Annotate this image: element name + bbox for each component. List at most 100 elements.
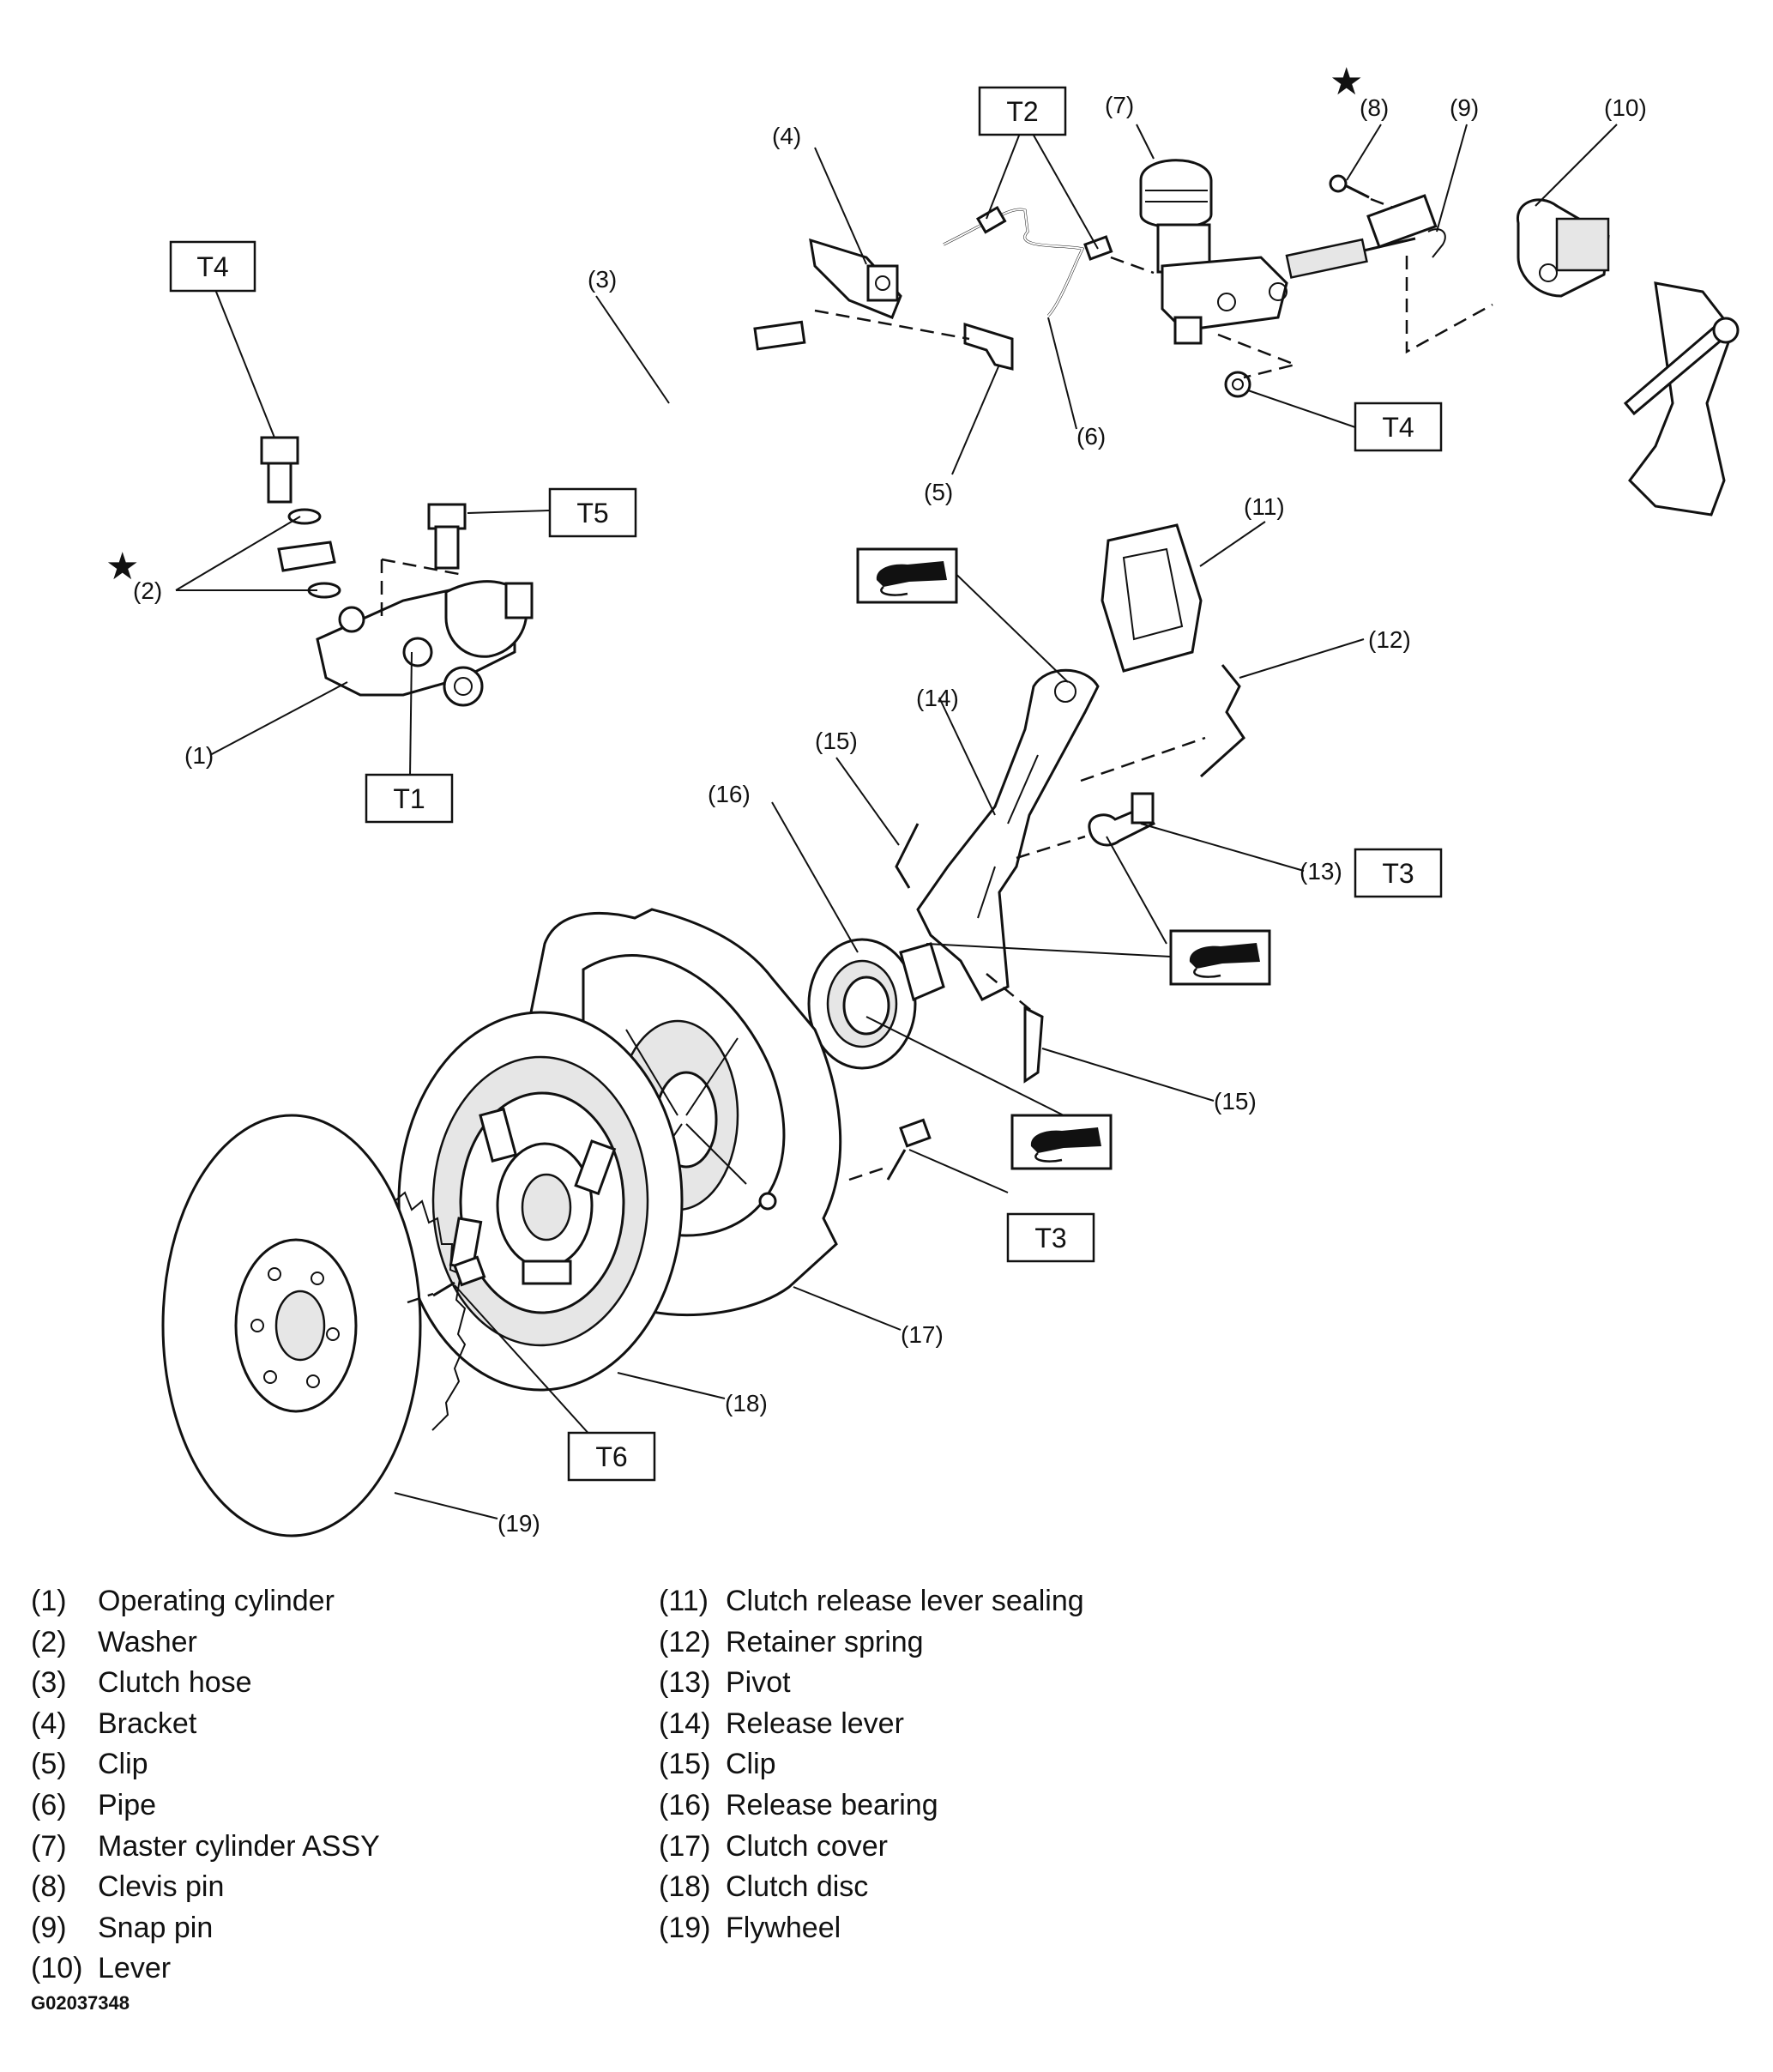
legend-item-number: (6) xyxy=(31,1788,67,1821)
star-icon: ★ xyxy=(1330,60,1363,104)
legend-item: (3) Clutch hose xyxy=(31,1663,380,1704)
nut-t4 xyxy=(1224,371,1251,398)
legend-item-number: (7) xyxy=(31,1829,67,1863)
callout-9: (9) xyxy=(1450,94,1479,121)
legend-item-number: (4) xyxy=(31,1707,67,1740)
torque-label-t6: T6 xyxy=(567,1431,656,1482)
grease-icon xyxy=(1169,929,1271,986)
callout-2: (2) xyxy=(133,577,162,604)
torque-label-t3-right: T3 xyxy=(1354,848,1443,898)
dash-nut xyxy=(1217,333,1300,379)
grease-icon xyxy=(1010,1114,1113,1170)
legend-item-number: (10) xyxy=(31,1952,83,1985)
legend-item-name: Pipe xyxy=(98,1788,157,1821)
legend-item: (16) Release bearing xyxy=(659,1785,1084,1827)
legend-item-name: Flywheel xyxy=(726,1911,841,1944)
legend-item-name: Clutch disc xyxy=(726,1870,869,1904)
legend-item-number: (1) xyxy=(31,1585,67,1617)
legend-item-name: Bracket xyxy=(98,1707,197,1740)
operating-cylinder xyxy=(316,580,534,707)
legend-item: (7) Master cylinder ASSY xyxy=(31,1827,380,1868)
legend-item-name: Clutch hose xyxy=(98,1666,252,1700)
svg-text:T2: T2 xyxy=(1006,96,1038,127)
figure-id: G02037348 xyxy=(31,1992,130,2014)
legend-item-name: Master cylinder ASSY xyxy=(98,1829,380,1863)
callout-10: (10) xyxy=(1604,94,1647,121)
bracket xyxy=(809,238,902,319)
clutch-pedal xyxy=(1623,281,1740,516)
clip-15-lower xyxy=(1023,1006,1044,1084)
cover-bolt xyxy=(886,1118,932,1181)
legend-item: (8)Clevis pin xyxy=(31,1867,380,1908)
legend-item-name: Washer xyxy=(98,1625,197,1658)
callout-14: (14) xyxy=(916,685,959,711)
torque-label-t5: T5 xyxy=(548,487,637,538)
svg-text:T4: T4 xyxy=(196,251,228,282)
legend-item-number: (13) xyxy=(659,1666,711,1700)
legend-item-name: Pivot xyxy=(726,1666,791,1700)
dash-opcyl xyxy=(380,558,464,618)
callout-11: (11) xyxy=(1244,493,1285,520)
washer xyxy=(277,508,341,599)
legend-item: (18)Clutch disc xyxy=(659,1867,1084,1908)
release-lever-sealing xyxy=(1101,523,1203,673)
legend-item-number: (3) xyxy=(31,1666,67,1700)
clip-5 xyxy=(963,322,1014,371)
torque-label-t4-right: T4 xyxy=(1354,402,1443,452)
torque-label-t3-lower: T3 xyxy=(1006,1212,1095,1263)
legend-item-name: Clevis pin xyxy=(98,1870,225,1904)
legend-item: (11) Clutch release lever sealing xyxy=(659,1581,1084,1622)
legend-item-number: (12) xyxy=(659,1625,711,1658)
legend-item-number: (2) xyxy=(31,1625,67,1658)
legend-item: (4) Bracket xyxy=(31,1704,380,1745)
release-bearing xyxy=(807,938,945,1070)
callout-5: (5) xyxy=(924,479,953,505)
parts-legend-left: (1)Operating cylinder(2) Washer (3) Clutch … xyxy=(31,1581,380,1990)
legend-item: (1)Operating cylinder xyxy=(31,1581,380,1622)
legend-item: (6) Pipe xyxy=(31,1785,380,1827)
legend-item: (19) Flywheel xyxy=(659,1908,1084,1949)
legend-item-name: Lever xyxy=(98,1952,172,1985)
callout-19: (19) xyxy=(498,1510,540,1537)
master-cylinder xyxy=(1139,159,1416,345)
release-lever xyxy=(916,668,1100,1001)
legend-item-name: Release bearing xyxy=(726,1788,938,1821)
legend-item-number: (16) xyxy=(659,1788,711,1821)
callout-15-upper: (15) xyxy=(815,728,858,754)
retainer-spring xyxy=(1199,664,1245,778)
star-icon: ★ xyxy=(106,545,139,589)
svg-text:T5: T5 xyxy=(576,498,608,529)
snap-pin xyxy=(1427,228,1446,258)
torque-label-t2: T2 xyxy=(978,86,1067,136)
callout-17: (17) xyxy=(901,1321,944,1348)
bleeder-bolt xyxy=(427,503,467,570)
flywheel-bolt xyxy=(432,1255,486,1297)
dash-bracket-clip xyxy=(814,309,970,341)
callout-15-lower: (15) xyxy=(1214,1088,1257,1115)
legend-item-number: (15) xyxy=(659,1748,711,1781)
callout-4: (4) xyxy=(772,123,801,149)
svg-text:T6: T6 xyxy=(595,1441,627,1472)
dash-lever xyxy=(1405,256,1493,354)
legend-item-number: (14) xyxy=(659,1707,711,1740)
callout-16: (16) xyxy=(708,781,751,807)
grease-icon xyxy=(856,547,958,604)
leader-lines xyxy=(175,119,1618,1519)
callout-1: (1) xyxy=(184,742,214,769)
pivot xyxy=(1088,792,1156,847)
legend-item-name: Clip xyxy=(98,1748,148,1781)
torque-label-t1: T1 xyxy=(365,773,454,824)
legend-item-name: Clutch cover xyxy=(726,1829,888,1863)
pipe xyxy=(943,205,1113,317)
legend-item-name: Clip xyxy=(726,1748,776,1781)
clutch-hose xyxy=(149,320,806,559)
legend-item-name: Clutch release lever sealing xyxy=(726,1585,1084,1617)
clevis-pin xyxy=(1329,174,1370,199)
flywheel xyxy=(161,1114,467,1537)
legend-item: (12)Retainer spring xyxy=(659,1622,1084,1664)
clevis-yoke xyxy=(1366,194,1438,249)
parts-legend-right: (11) Clutch release lever sealing (12)Reta… xyxy=(659,1581,1084,1948)
legend-item-number: (19) xyxy=(659,1911,711,1944)
legend-item: (13) Pivot xyxy=(659,1663,1084,1704)
legend-item-number: (11) xyxy=(659,1585,709,1617)
